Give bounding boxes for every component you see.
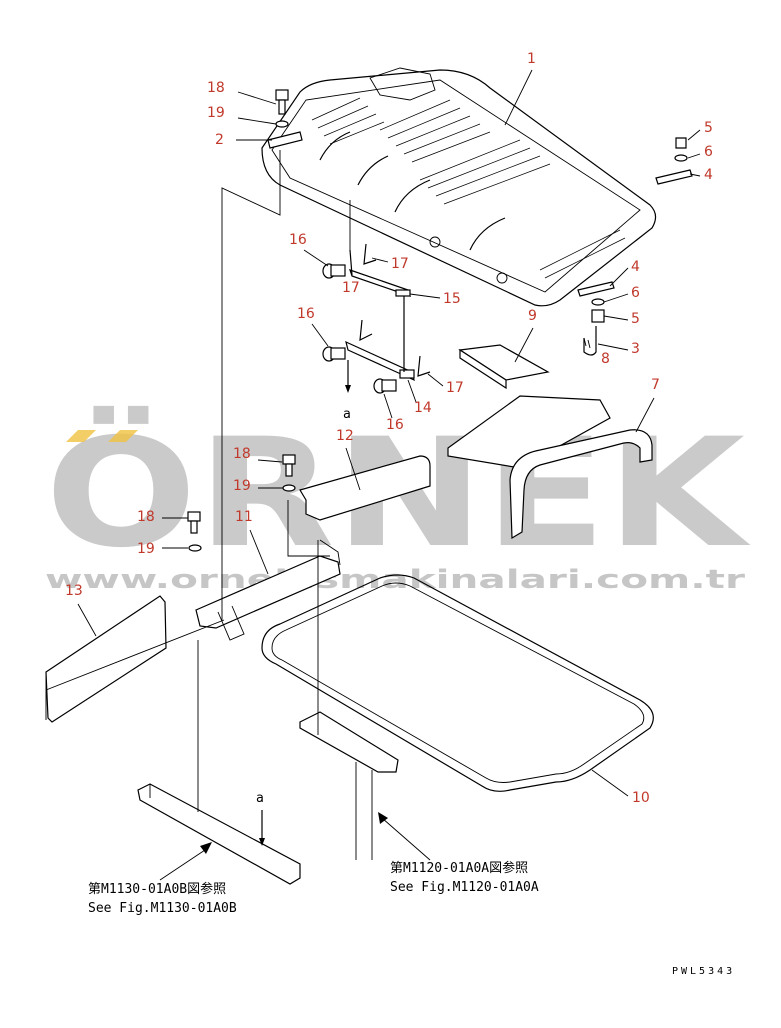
callout-10: 10	[632, 790, 650, 806]
callout-3: 3	[631, 341, 640, 357]
ref-right-jp: 第M1120-01A0A図参照	[390, 860, 528, 876]
callout-5-lower: 5	[631, 311, 640, 327]
section-marker-a-upper: a	[343, 407, 351, 422]
callout-4-top: 4	[704, 167, 713, 183]
section-marker-a-lower: a	[256, 791, 264, 806]
callouts: 1 18 19 2 5 6 4 16 17 17 15 4 6 5 3 8 9 …	[65, 51, 713, 806]
callout-17-lower: 17	[446, 380, 464, 396]
callout-17-upper: 17	[391, 256, 409, 272]
engine-hood	[261, 67, 657, 307]
callout-19-middle: 19	[233, 478, 251, 494]
callout-19-top: 19	[207, 105, 225, 121]
callout-18-lower: 18	[137, 509, 155, 525]
callout-16-upper: 16	[289, 232, 307, 248]
plate-part-13	[45, 595, 167, 723]
callout-18-top: 18	[207, 80, 225, 96]
callout-9: 9	[528, 308, 537, 324]
callout-15: 15	[443, 291, 461, 307]
insulation-sheet	[447, 395, 611, 469]
watermark-accent-left	[66, 430, 96, 442]
callout-4-lower: 4	[631, 259, 640, 275]
pad-part-9	[458, 344, 550, 390]
seal-part-7	[509, 429, 653, 540]
panel-part-12	[299, 455, 431, 521]
ref-left-en: See Fig.M1130-01A0B	[88, 901, 237, 916]
callout-6-top: 6	[704, 144, 713, 160]
callout-16-middle: 16	[297, 306, 315, 322]
callout-2: 2	[215, 132, 224, 148]
bracket-assembly	[322, 243, 431, 394]
ref-left-jp: 第M1130-01A0B図参照	[88, 881, 226, 897]
callout-19-lower: 19	[137, 541, 155, 557]
callout-18-middle: 18	[233, 446, 251, 462]
callout-16-lower: 16	[386, 417, 404, 433]
hood-mount-hardware-right	[577, 137, 693, 356]
callout-5-top: 5	[704, 120, 713, 136]
construction-lines	[45, 150, 405, 812]
callout-17-middle: 17	[342, 280, 360, 296]
bolt-washer-middle	[187, 454, 296, 552]
ref-right-en: See Fig.M1120-01A0A	[390, 880, 539, 895]
callout-7: 7	[651, 377, 660, 393]
drawing-code: PWL5343	[672, 966, 735, 977]
callout-14: 14	[414, 400, 432, 416]
hood-vent-grid	[311, 97, 626, 279]
bolt-washer-upper	[267, 89, 303, 149]
callout-1: 1	[527, 51, 536, 67]
lower-frame	[137, 711, 399, 885]
callout-13: 13	[65, 583, 83, 599]
seal-ring-part-10	[261, 574, 654, 792]
watermark-url: www.ornekismakinalari.com.tr	[45, 565, 745, 595]
callout-12: 12	[336, 428, 354, 444]
callout-8: 8	[601, 351, 610, 367]
watermark-accent-right	[108, 430, 138, 442]
callout-11: 11	[235, 509, 253, 525]
callout-6-lower: 6	[631, 285, 640, 301]
